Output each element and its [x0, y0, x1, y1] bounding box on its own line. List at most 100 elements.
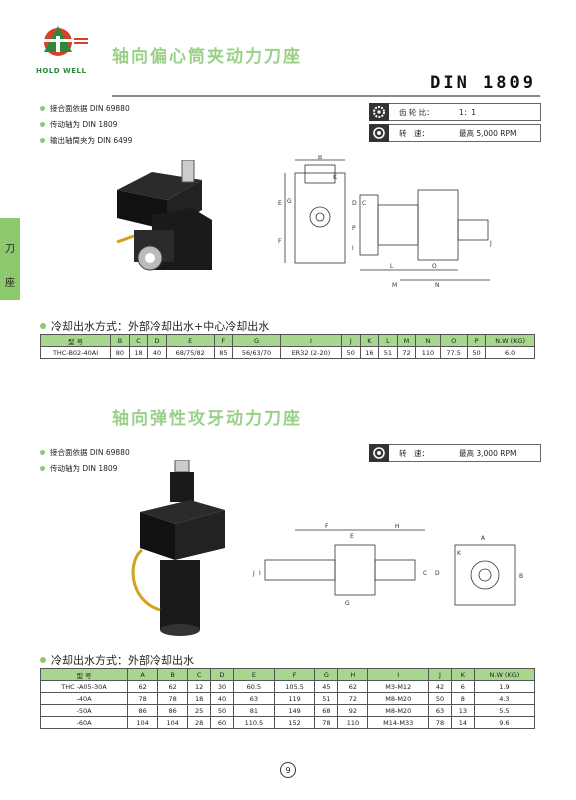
- tapping-holder-drawing: F E H G J I C D A B K: [252, 523, 523, 607]
- dim-label: M: [392, 282, 397, 289]
- column-header: O: [439, 334, 468, 347]
- feature-item: 接合面依据 DIN 69880: [40, 103, 132, 114]
- side-view-drawing: D C P I J L O M N: [352, 189, 492, 289]
- column-header: N.W (KG): [473, 668, 536, 681]
- dim-label: F: [278, 238, 282, 245]
- column-header: I: [279, 334, 343, 347]
- column-header: F: [213, 334, 234, 347]
- dim-label: G: [287, 198, 292, 205]
- column-header: A: [127, 668, 159, 681]
- section2-spec-table: 型 号 A B C D E F G H I J K N.W (KG) THC -…: [39, 668, 536, 729]
- section2-cooling: 冷却出水方式：外部冷却出水: [40, 652, 194, 668]
- eccentric-collet-holder-image: [116, 160, 212, 271]
- column-header: F: [273, 668, 316, 681]
- brand-name: HOLD WELL: [36, 67, 87, 75]
- table-header-row: 型 号 A B C D E F G H I J K N.W (KG): [39, 668, 536, 681]
- dim-label: K: [457, 550, 462, 557]
- side-tab-char-2: 座: [5, 278, 15, 289]
- side-tab-char-1: 刀: [5, 244, 15, 255]
- dim-label: L: [390, 263, 394, 270]
- column-header: N: [415, 334, 441, 347]
- column-header: C: [187, 668, 212, 681]
- column-header: D: [210, 668, 234, 681]
- feature-item: 传动轴为 DIN 1809: [40, 119, 132, 130]
- title-divider: [112, 95, 540, 97]
- column-header: 型 号: [39, 334, 112, 347]
- dim-label: D: [435, 570, 440, 577]
- holdwell-logo: [40, 26, 88, 56]
- section2-title: 轴向弹性攻牙动力刀座: [112, 409, 302, 429]
- dim-label: B: [519, 573, 523, 580]
- column-header: J: [341, 334, 361, 347]
- dim-label: C: [362, 200, 366, 207]
- standard-title: DIN 1809: [430, 73, 536, 93]
- table-row: THC-B02-40AI 80 18 40 68/75/82 85 56/63/…: [39, 346, 535, 359]
- column-header: H: [337, 668, 369, 681]
- speed-spec: 转 速：最高 3,000 RPM: [369, 444, 541, 462]
- column-header: E: [233, 668, 275, 681]
- column-header: 型 号: [39, 668, 129, 681]
- dim-label: D: [352, 200, 357, 207]
- front-view-drawing: B K E G F: [278, 155, 346, 264]
- feature-item: 传动轴为 DIN 1809: [40, 463, 130, 474]
- table-header-row: 型 号 B C D E F G I J K L M N O P N.W (KG): [39, 334, 535, 347]
- tapping-holder-image: [131, 460, 225, 636]
- bullet-dot-icon: [40, 450, 45, 455]
- bullet-dot-icon: [40, 323, 46, 329]
- feature-item: 输出轴筒夹为 DIN 6499: [40, 135, 132, 146]
- dim-label: B: [318, 155, 322, 161]
- dim-label: F: [325, 523, 329, 530]
- section1-spec-table: 型 号 B C D E F G I J K L M N O P N.W (KG)…: [39, 334, 535, 359]
- bullet-dot-icon: [40, 122, 45, 127]
- column-header: J: [428, 668, 452, 681]
- dim-label: H: [395, 523, 400, 530]
- section2-features: 接合面依据 DIN 69880 传动轴为 DIN 1809: [40, 447, 130, 479]
- section1-title: 轴向偏心筒夹动力刀座: [112, 47, 302, 67]
- dim-label: K: [333, 174, 338, 181]
- gear-ratio-spec: 齿 轮 比：1：1: [369, 103, 541, 121]
- bullet-dot-icon: [40, 106, 45, 111]
- section1-cooling: 冷却出水方式：外部冷却出水+中心冷却出水: [40, 318, 269, 334]
- dim-label: O: [432, 263, 437, 270]
- column-header: B: [157, 668, 189, 681]
- dim-label: E: [350, 533, 354, 540]
- rotation-icon: [369, 124, 389, 142]
- feature-item: 接合面依据 DIN 69880: [40, 447, 130, 458]
- section1-features: 接合面依据 DIN 69880 传动轴为 DIN 1809 输出轴筒夹为 DIN…: [40, 103, 132, 151]
- column-header: N.W (KG): [485, 334, 535, 347]
- bullet-dot-icon: [40, 657, 46, 663]
- rotation-icon: [369, 444, 389, 462]
- dim-label: P: [352, 225, 356, 232]
- dim-label: J: [489, 240, 492, 247]
- column-header: P: [466, 334, 487, 347]
- column-header: K: [359, 334, 380, 347]
- column-header: C: [128, 334, 149, 347]
- column-header: G: [232, 334, 281, 347]
- column-header: D: [147, 334, 167, 347]
- column-header: I: [367, 668, 430, 681]
- bullet-dot-icon: [40, 138, 45, 143]
- column-header: L: [378, 334, 398, 347]
- column-header: M: [396, 334, 417, 347]
- gear-icon: [369, 103, 389, 121]
- column-header: K: [450, 668, 475, 681]
- dim-label: C: [423, 570, 427, 577]
- bullet-dot-icon: [40, 466, 45, 471]
- column-header: B: [110, 334, 130, 347]
- dim-label: J: [252, 570, 255, 577]
- speed-spec: 转 速：最高 5,000 RPM: [369, 124, 541, 142]
- dim-label: G: [345, 600, 350, 607]
- dim-label: I: [259, 570, 261, 577]
- dim-label: A: [481, 535, 486, 542]
- page-number: 9: [280, 762, 296, 778]
- dim-label: E: [278, 200, 282, 207]
- column-header: E: [165, 334, 215, 347]
- dim-label: N: [435, 282, 440, 289]
- dim-label: I: [352, 245, 354, 252]
- side-tab: 刀 座: [0, 218, 20, 300]
- column-header: G: [314, 668, 339, 681]
